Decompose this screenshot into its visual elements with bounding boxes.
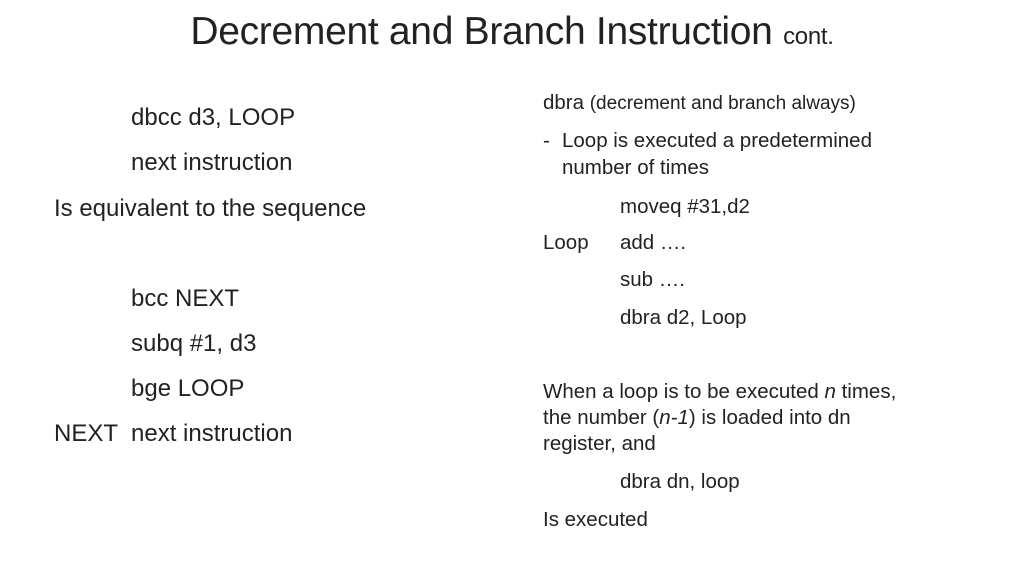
left-line-dbcc: dbcc d3, LOOP — [131, 104, 296, 131]
right-final-line: Is executed — [543, 508, 648, 531]
left-column: dbcc d3, LOOP next instruction Is equiva… — [0, 0, 500, 576]
left-line-equivalent: Is equivalent to the sequence — [54, 195, 367, 222]
left-line-subq: subq #1, d3 — [131, 330, 257, 357]
left-line-bge: bge LOOP — [131, 375, 245, 402]
right-code-loop-label: Loop — [543, 231, 589, 254]
right-code-sub: sub …. — [620, 268, 685, 291]
right-code-dbra: dbra d2, Loop — [620, 306, 747, 329]
left-line-bcc: bcc NEXT — [131, 285, 240, 312]
right-bullet-dash: - — [543, 129, 550, 152]
left-line-next-label: NEXT — [54, 420, 119, 447]
para-italic-n: n — [824, 380, 836, 403]
right-code-add: add …. — [620, 231, 687, 254]
right-heading: dbra (decrement and branch always) — [543, 91, 856, 116]
right-para-line3: register, and — [543, 432, 656, 455]
right-code-moveq: moveq #31,d2 — [620, 195, 750, 218]
right-heading-code: dbra — [543, 91, 585, 114]
slide-title: Decrement and Branch Instruction cont. — [0, 10, 1024, 54]
right-bullet-line2: number of times — [562, 156, 709, 179]
para-text-a: When a loop is to be executed — [543, 380, 825, 403]
para2-text-a: the number ( — [543, 406, 660, 429]
left-line-next-instruction: next instruction — [131, 149, 293, 176]
right-para-line1: When a loop is to be executed n times, — [543, 380, 896, 404]
para2-text-b: ) is loaded into dn — [688, 406, 851, 429]
para-text-b: times, — [835, 380, 897, 403]
right-code-dbra-dn: dbra dn, loop — [620, 470, 740, 493]
title-main: Decrement and Branch Instruction — [190, 10, 773, 53]
title-suffix: cont. — [783, 23, 834, 50]
right-bullet-line1: Loop is executed a predetermined — [562, 129, 872, 152]
para2-italic-n-1: n-1 — [659, 406, 689, 429]
right-para-line2: the number (n-1) is loaded into dn — [543, 406, 851, 430]
right-heading-desc: (decrement and branch always) — [589, 93, 856, 114]
left-line-next-text: next instruction — [131, 420, 293, 447]
